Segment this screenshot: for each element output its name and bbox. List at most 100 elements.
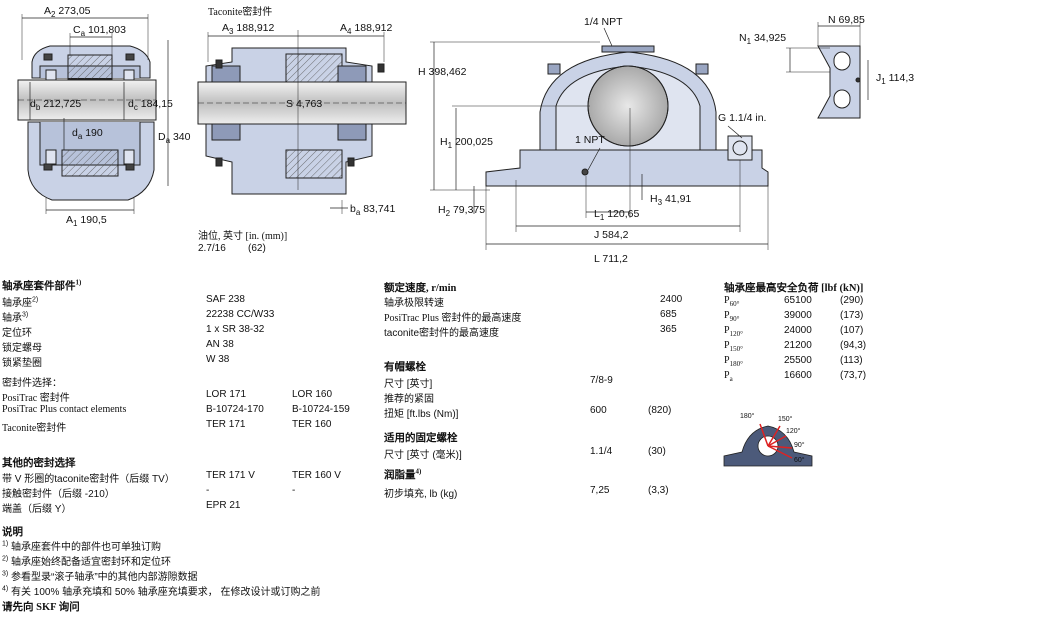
- list-item-value: 365: [660, 324, 677, 335]
- list-item-value: TER 171 V: [206, 470, 255, 481]
- taconite-seal-drawing: [197, 30, 407, 214]
- oil-level-mm: (62): [248, 243, 266, 254]
- list-item: 接触密封件（后缀 -210）: [2, 489, 115, 500]
- angle-150: 150°: [778, 416, 793, 423]
- list-item: 尺寸 [英寸]: [384, 379, 433, 390]
- list-item-value: 21200: [784, 340, 812, 351]
- list-item-value: (94,3): [840, 340, 867, 351]
- note-item: 1) 轴承座套件中的部件也可单独订购: [2, 540, 162, 553]
- dim-ba: ba 83,741: [350, 203, 396, 218]
- load-direction-diagram: [723, 423, 813, 467]
- list-item: 尺寸 [英寸 (毫米)]: [384, 450, 462, 461]
- oil-level-title: 油位, 英寸 [in. (mm)]: [198, 231, 288, 242]
- list-item-value: TER 171: [206, 419, 246, 430]
- list-item-value: (290): [840, 295, 864, 306]
- list-item: P60°: [724, 295, 740, 308]
- list-item-value: 25500: [784, 355, 812, 366]
- list-item: PosiTrac Plus contact elements: [2, 404, 127, 415]
- list-item: 锁紧垫圈: [2, 358, 42, 369]
- dim-da-outer: Da 340: [158, 131, 191, 146]
- list-item-value: TER 160: [292, 419, 332, 430]
- list-item: P150°: [724, 340, 743, 353]
- housing-front-drawing: [430, 27, 769, 250]
- dim-j1: J1 114,3: [876, 72, 915, 87]
- list-item-value: 1 x SR 38-32: [206, 324, 265, 335]
- loads-title: 轴承座最高安全负荷 [lbf (kN)]: [724, 283, 864, 294]
- list-item-value: AN 38: [206, 339, 234, 350]
- dim-s: S 4,763: [286, 98, 323, 110]
- list-item-value: 1.1/4: [590, 446, 613, 457]
- dim-g: G 1.1/4 in.: [718, 112, 767, 124]
- list-item-value: (107): [840, 325, 864, 336]
- dim-n: N 69,85: [828, 14, 865, 26]
- dim-a1: A1 190,5: [66, 214, 107, 229]
- list-item-value: -: [206, 485, 210, 496]
- dim-h: H 398,462: [418, 66, 467, 78]
- list-item: 锁定螺母: [2, 343, 42, 354]
- cap-bolts-title: 有帽螺栓: [384, 362, 426, 373]
- list-item-value: 65100: [784, 295, 812, 306]
- dim-h1: H1 200,025: [440, 136, 493, 151]
- list-item-value: 685: [660, 309, 677, 320]
- notes-title: 说明: [2, 527, 23, 538]
- dim-a4: A4 188,912: [340, 22, 393, 37]
- list-item-value: 2400: [660, 294, 683, 305]
- angle-120: 120°: [786, 428, 801, 435]
- list-item: P180°: [724, 355, 743, 368]
- foot-detail-drawing: [786, 22, 869, 119]
- dim-l1: L1 120,65: [594, 208, 640, 223]
- list-item-value: TER 160 V: [292, 470, 341, 481]
- seal-selection-title: 密封件选择：: [2, 378, 62, 389]
- list-item-value: 22238 CC/W33: [206, 309, 275, 320]
- list-item: P90°: [724, 310, 740, 323]
- list-item: 推荐的紧固: [384, 394, 434, 405]
- list-item: Pa: [724, 370, 733, 383]
- dim-j: J 584,2: [594, 229, 629, 241]
- housing-parts-title: 轴承座套件部件1): [2, 278, 82, 293]
- list-item-value: 7,25: [590, 485, 610, 496]
- list-item: PosiTrac Plus 密封件的最高速度: [384, 313, 522, 324]
- list-item-value: SAF 238: [206, 294, 245, 305]
- list-item: 端盖（后缀 Y）: [2, 504, 72, 515]
- list-item: Taconite密封件: [2, 423, 67, 434]
- note-item: 4) 有关 100% 轴承充填和 50% 轴承座充填要求， 在修改设计或订购之前: [2, 585, 321, 598]
- note-item: 2) 轴承座始终配备适宜密封环和定位环: [2, 555, 172, 568]
- list-item: taconite密封件的最高速度: [384, 328, 500, 339]
- dim-dc: dc 184,15: [128, 98, 173, 113]
- note-item: 3) 参看型录“滚子轴承”中的其他内部游隙数据: [2, 570, 198, 583]
- housing-section-drawing: [17, 14, 169, 214]
- dim-h2: H2 79,375: [438, 204, 486, 219]
- list-item-value: -: [292, 485, 296, 496]
- list-item: 带 V 形圈的taconite密封件（后缀 TV）: [2, 474, 175, 485]
- list-item-value: 7/8-9: [590, 375, 613, 386]
- list-item-value: 39000: [784, 310, 812, 321]
- dim-h3: H3 41,91: [650, 193, 692, 208]
- list-item-value: W 38: [206, 354, 230, 365]
- list-item-value: B-10724-170: [206, 404, 264, 415]
- list-item-value: B-10724-159: [292, 404, 350, 415]
- list-item-value: (113): [840, 355, 863, 366]
- npt-top: 1/4 NPT: [584, 16, 623, 28]
- list-item-value: (173): [840, 310, 864, 321]
- list-item-value: LOR 160: [292, 389, 333, 400]
- list-item: 初步填充, lb (kg): [384, 489, 458, 500]
- taconite-title: Taconite密封件: [208, 7, 273, 18]
- list-item-value: (3,3): [648, 485, 669, 496]
- oil-level-inch: 2.7/16: [198, 243, 226, 254]
- dim-ca: Ca 101,803: [73, 24, 126, 39]
- list-item: P120°: [724, 325, 743, 338]
- list-item: 定位环: [2, 328, 32, 339]
- other-seal-title: 其他的密封选择: [2, 458, 76, 469]
- list-item: 轴承座2): [2, 296, 39, 309]
- notes-footer: 请先向 SKF 询问: [2, 602, 80, 613]
- dim-da: da 190: [72, 127, 103, 142]
- npt-mid: 1 NPT: [575, 134, 605, 146]
- speed-title: 额定速度, r/min: [384, 283, 457, 294]
- list-item-value: (30): [648, 446, 666, 457]
- list-item-value: 16600: [784, 370, 812, 381]
- list-item-value: (73,7): [840, 370, 867, 381]
- list-item-value: (820): [648, 405, 672, 416]
- angle-60: 60°: [794, 457, 805, 464]
- list-item: 轴承极限转速: [384, 298, 444, 309]
